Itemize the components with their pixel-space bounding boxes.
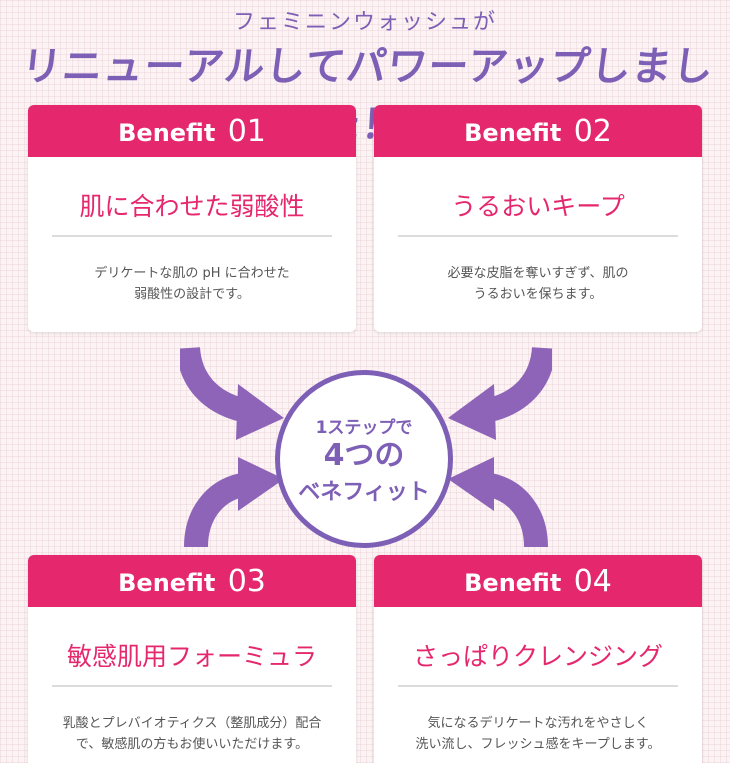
benefit-label: Benefit — [464, 569, 562, 597]
subtitle: フェミニンウォッシュが — [232, 10, 497, 35]
center-line-3: ベネフィット — [298, 479, 430, 505]
benefit-number: 02 — [573, 114, 612, 149]
benefit-title: 敏感肌用フォーミュラ — [52, 637, 332, 687]
benefit-header: Benefit 02 — [374, 105, 702, 157]
benefit-header: Benefit 03 — [28, 555, 356, 607]
benefit-description: 乳酸とプレバイオティクス（整肌成分）配合 で、敏感肌の方もお使いいただけます。 — [62, 716, 322, 752]
center-badge: 1ステップで 4つの ベネフィット — [275, 370, 453, 548]
benefit-number: 01 — [227, 114, 266, 149]
benefit-card-4: Benefit 04 さっぱりクレンジング 気になるデリケートな汚れをやさしく … — [374, 555, 702, 763]
benefit-header: Benefit 01 — [28, 105, 356, 157]
arrow-down-left-icon — [448, 346, 552, 440]
benefit-card-3: Benefit 03 敏感肌用フォーミュラ 乳酸とプレバイオティクス（整肌成分）… — [28, 555, 356, 763]
benefit-card-2: Benefit 02 うるおいキープ 必要な皮脂を奪いすぎず、肌の うるおいを保… — [374, 105, 702, 332]
benefit-number: 04 — [573, 564, 612, 599]
benefit-description: 気になるデリケートな汚れをやさしく 洗い流し、フレッシュ感をキープします。 — [415, 716, 661, 752]
benefit-title: うるおいキープ — [398, 187, 678, 237]
arrow-up-left-icon — [448, 457, 548, 548]
arrow-up-right-icon — [184, 457, 284, 548]
benefit-label: Benefit — [464, 119, 562, 147]
center-line-1: 1ステップで — [315, 417, 413, 438]
benefit-description: デリケートな肌の pH に合わせた 弱酸性の設計です。 — [94, 266, 290, 302]
benefit-label: Benefit — [118, 569, 216, 597]
benefit-title: さっぱりクレンジング — [398, 637, 678, 687]
benefit-number: 03 — [227, 564, 266, 599]
benefit-card-1: Benefit 01 肌に合わせた弱酸性 デリケートな肌の pH に合わせた 弱… — [28, 105, 356, 332]
center-line-2: 4つの — [323, 437, 405, 473]
benefit-title: 肌に合わせた弱酸性 — [52, 187, 332, 237]
benefit-header: Benefit 04 — [374, 555, 702, 607]
benefit-label: Benefit — [118, 119, 216, 147]
benefit-description: 必要な皮脂を奪いすぎず、肌の うるおいを保ちます。 — [447, 266, 629, 302]
arrow-down-right-icon — [180, 346, 284, 440]
